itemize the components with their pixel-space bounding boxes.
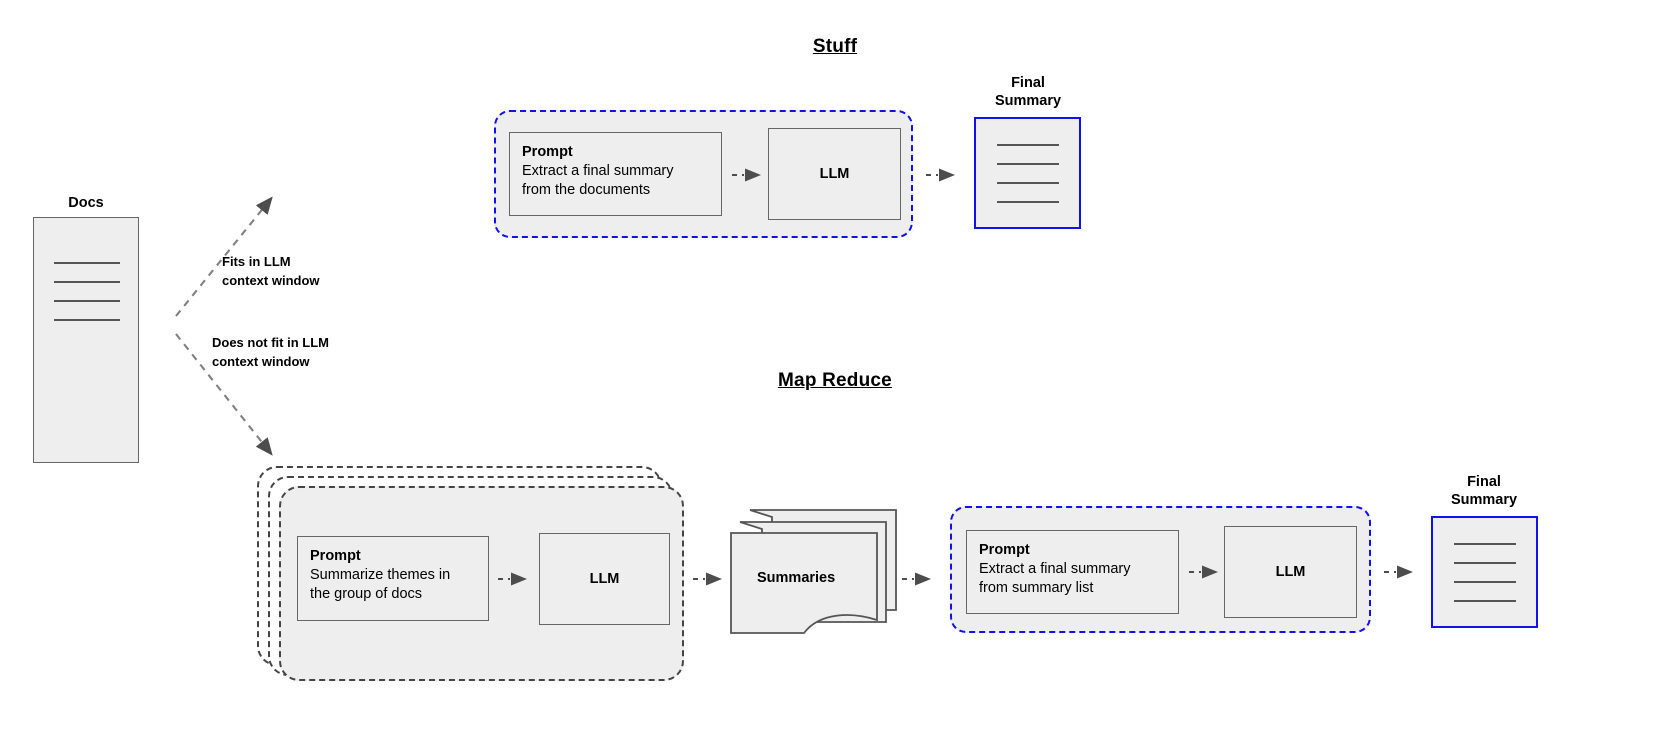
- section-title-map-reduce: Map Reduce: [778, 370, 892, 391]
- final-summary-line-2: [997, 163, 1059, 165]
- map-prompt-box: Prompt Summarize themes in the group of …: [297, 536, 489, 621]
- branch-arrows: [175, 196, 273, 456]
- map-llm-label: LLM: [589, 571, 620, 587]
- stuff-prompt-box: Prompt Extract a final summary from the …: [509, 132, 722, 216]
- map-reduce-final-summary-label: Final Summary: [1450, 474, 1518, 508]
- map-arrow-llm-to-summaries: [693, 572, 722, 586]
- final-summary-line-3: [997, 182, 1059, 184]
- reduce-arrow-llm-to-final: [1384, 565, 1413, 579]
- section-title-stuff: Stuff: [812, 36, 858, 57]
- reduce-arrow-prompt-to-llm: [1189, 565, 1218, 579]
- stuff-llm-label: LLM: [819, 166, 850, 182]
- docs-line-1: [54, 262, 120, 264]
- map-prompt-body: Summarize themes in the group of docs: [310, 567, 451, 602]
- stuff-prompt-body: Extract a final summary from the documen…: [522, 163, 674, 198]
- summaries-stack: [730, 509, 897, 634]
- stuff-final-summary-box: [974, 117, 1081, 229]
- reduce-prompt-body: Extract a final summary from summary lis…: [979, 561, 1131, 596]
- stuff-llm-box: LLM: [768, 128, 901, 220]
- docs-line-2: [54, 281, 120, 283]
- mr-final-summary-line-1: [1454, 543, 1516, 545]
- final-summary-line-4: [997, 201, 1059, 203]
- docs-box: [33, 217, 139, 463]
- docs-line-3: [54, 300, 120, 302]
- stuff-prompt-title: Prompt: [522, 144, 573, 160]
- reduce-prompt-box: Prompt Extract a final summary from summ…: [966, 530, 1179, 614]
- reduce-prompt-title: Prompt: [979, 542, 1030, 558]
- reduce-llm-label: LLM: [1275, 564, 1306, 580]
- summaries-arrow-to-reduce: [902, 572, 931, 586]
- stuff-arrow-llm-to-summary: [926, 168, 955, 182]
- map-llm-box: LLM: [539, 533, 670, 625]
- stuff-arrow-prompt-to-llm: [732, 168, 761, 182]
- mr-final-summary-line-4: [1454, 600, 1516, 602]
- mr-final-summary-line-3: [1454, 581, 1516, 583]
- edge-label-fits: Fits in LLM context window: [222, 254, 320, 288]
- final-summary-line-1: [997, 144, 1059, 146]
- docs-label: Docs: [68, 195, 104, 211]
- docs-line-4: [54, 319, 120, 321]
- map-prompt-title: Prompt: [310, 548, 361, 564]
- reduce-llm-box: LLM: [1224, 526, 1357, 618]
- edge-label-does-not-fit: Does not fit in LLM context window: [212, 335, 329, 369]
- stuff-final-summary-label: Final Summary: [994, 75, 1062, 109]
- map-reduce-final-summary-box: [1431, 516, 1538, 628]
- summaries-label: Summaries: [757, 570, 836, 586]
- mr-final-summary-line-2: [1454, 562, 1516, 564]
- map-arrow-prompt-to-llm: [498, 572, 527, 586]
